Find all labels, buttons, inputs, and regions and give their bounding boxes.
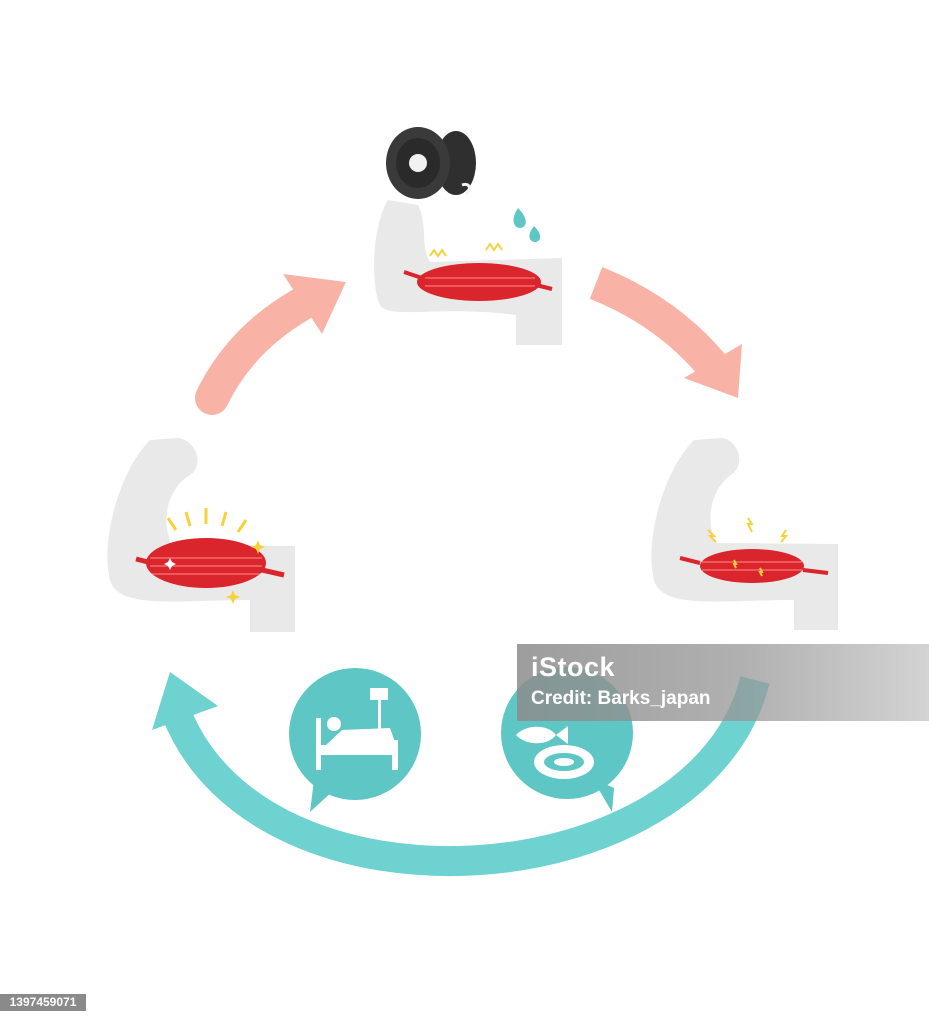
stock-id-label: 1397459071 <box>0 994 86 1011</box>
muscle-icon <box>403 263 553 301</box>
muscle-damage-stage <box>651 438 838 630</box>
muscle-growth-stage <box>107 438 295 632</box>
arrow-to-training <box>195 274 346 415</box>
dumbbell-icon <box>386 127 476 199</box>
damage-lightning-icon <box>707 517 789 577</box>
arrow-to-damage <box>589 267 742 398</box>
flexed-arm-icon <box>651 438 838 630</box>
arrow-recovery <box>152 672 770 876</box>
sleep-bed-icon <box>316 688 398 770</box>
muscle-icon <box>679 549 829 583</box>
watermark-brand: iStock <box>531 652 616 682</box>
food-meat-fish-icon <box>516 726 594 779</box>
sparkle-icon <box>164 508 265 604</box>
sleep-bubble <box>289 668 421 812</box>
training-stage <box>374 127 562 345</box>
muscle-icon <box>135 538 285 588</box>
flexed-arm-icon <box>107 438 295 632</box>
watermark: iStock Credit: Barks_japan <box>517 644 929 721</box>
strain-icon <box>429 242 503 258</box>
watermark-credit: Credit: Barks_japan <box>531 688 711 709</box>
sweat-drops-icon <box>513 208 541 242</box>
